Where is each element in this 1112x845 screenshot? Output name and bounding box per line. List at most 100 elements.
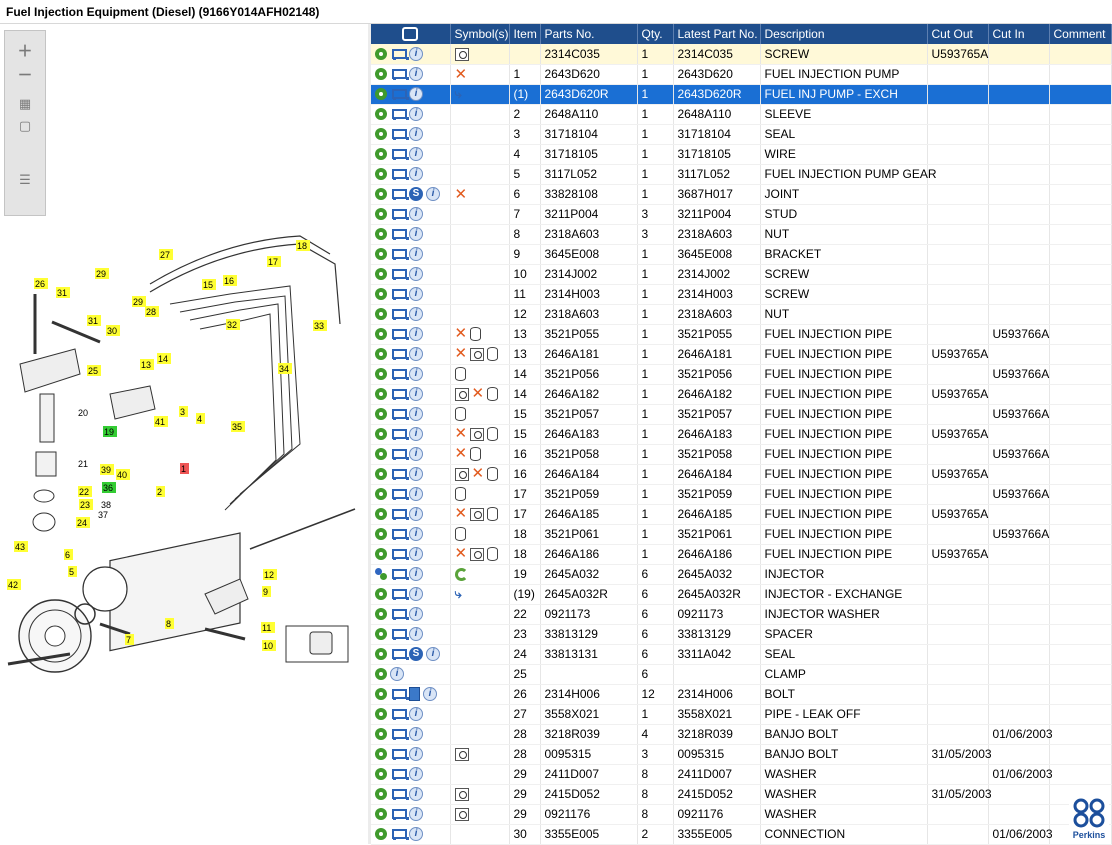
row-actions[interactable]: i: [371, 464, 451, 485]
row-actions[interactable]: i: [371, 104, 451, 125]
cell-latest-part-no[interactable]: 3355E005: [673, 824, 761, 845]
callout-badge[interactable]: [14, 541, 28, 552]
cell-latest-part-no[interactable]: 3218R039: [673, 724, 761, 745]
gear-icon[interactable]: [375, 68, 387, 81]
callout-label[interactable]: 4: [197, 414, 202, 424]
info-icon[interactable]: i: [409, 427, 423, 442]
cart-icon[interactable]: [390, 368, 409, 381]
callout-badge[interactable]: [100, 464, 114, 475]
gear-icon[interactable]: [375, 488, 387, 501]
callout-badge[interactable]: [87, 365, 101, 376]
callout-label[interactable]: 41: [155, 417, 165, 427]
callout-label[interactable]: 29: [96, 269, 106, 279]
row-actions[interactable]: i: [371, 764, 451, 785]
cart-icon[interactable]: [390, 548, 409, 561]
info-icon[interactable]: i: [409, 387, 423, 402]
callout-label[interactable]: 15: [203, 280, 213, 290]
cell-latest-part-no[interactable]: [673, 664, 761, 685]
callout-label[interactable]: 5: [69, 567, 74, 577]
zoom-in-button[interactable]: ＋: [15, 41, 35, 60]
cell-parts-no[interactable]: 2318A603: [540, 224, 638, 245]
cell-latest-part-no[interactable]: 3521P055: [673, 324, 761, 345]
gear-icon[interactable]: [375, 188, 387, 201]
info-icon[interactable]: i: [409, 627, 423, 642]
info-icon[interactable]: i: [409, 727, 423, 742]
gear-icon[interactable]: [375, 48, 387, 61]
callout-badge[interactable]: [76, 517, 90, 528]
cell-latest-part-no[interactable]: 0921176: [673, 804, 761, 825]
row-actions[interactable]: i: [371, 124, 451, 145]
row-actions[interactable]: i: [371, 604, 451, 625]
callout-label[interactable]: 11: [262, 623, 271, 633]
callout-label[interactable]: 3: [180, 407, 185, 417]
cart-icon[interactable]: [390, 128, 409, 141]
row-actions[interactable]: i: [371, 784, 451, 805]
cart-icon[interactable]: [390, 68, 409, 81]
gear-icon[interactable]: [375, 128, 387, 141]
callout-label[interactable]: 20: [78, 408, 88, 418]
callout-label[interactable]: 27: [160, 250, 170, 260]
cell-latest-part-no[interactable]: 2646A181: [673, 344, 761, 365]
assembly-icon[interactable]: [375, 568, 387, 581]
gear-icon[interactable]: [375, 148, 387, 161]
callout-label[interactable]: 17: [268, 257, 278, 267]
info-icon[interactable]: i: [409, 47, 423, 62]
cell-latest-part-no[interactable]: 3687H017: [673, 184, 761, 205]
cell-latest-part-no[interactable]: 2314H003: [673, 284, 761, 305]
info-icon[interactable]: i: [390, 667, 404, 682]
gear-icon[interactable]: [375, 708, 387, 721]
cart-icon[interactable]: [390, 708, 409, 721]
row-actions[interactable]: i: [371, 84, 451, 105]
cart-icon[interactable]: [390, 228, 409, 241]
cell-latest-part-no[interactable]: 3117L052: [673, 164, 761, 185]
zoom-out-button[interactable]: －: [15, 65, 35, 84]
cart-icon[interactable]: [390, 808, 409, 821]
cart-icon[interactable]: [390, 608, 409, 621]
info-icon[interactable]: i: [409, 147, 423, 162]
info-icon[interactable]: i: [409, 707, 423, 722]
service-icon[interactable]: S: [409, 187, 423, 202]
info-icon[interactable]: i: [409, 127, 423, 142]
window-button[interactable]: ▢: [15, 117, 35, 135]
search-icon[interactable]: [402, 27, 419, 42]
cell-parts-no[interactable]: 2645A032: [540, 564, 638, 585]
callout-label[interactable]: 6: [65, 550, 70, 560]
cell-parts-no[interactable]: 3521P059: [540, 484, 638, 505]
cart-icon[interactable]: [390, 488, 409, 501]
callout-label[interactable]: 21: [78, 459, 88, 469]
callout-label[interactable]: 23: [80, 500, 90, 510]
info-icon[interactable]: i: [409, 247, 423, 262]
gear-icon[interactable]: [375, 408, 387, 421]
gear-icon[interactable]: [375, 468, 387, 481]
cart-icon[interactable]: [390, 288, 409, 301]
callout-label[interactable]: 8: [166, 619, 171, 629]
gear-icon[interactable]: [375, 448, 387, 461]
gear-icon[interactable]: [375, 828, 387, 841]
info-icon[interactable]: i: [409, 407, 423, 422]
cell-latest-part-no[interactable]: 2314J002: [673, 264, 761, 285]
callout-label[interactable]: 7: [126, 635, 131, 645]
gear-icon[interactable]: [375, 168, 387, 181]
cart-icon[interactable]: [390, 308, 409, 321]
cell-latest-part-no[interactable]: 2646A184: [673, 464, 761, 485]
cell-parts-no[interactable]: 3218R039: [540, 724, 638, 745]
column-header-symbols[interactable]: Symbol(s): [450, 24, 510, 44]
info-icon[interactable]: i: [409, 367, 423, 382]
cell-latest-part-no[interactable]: 2645A032: [673, 564, 761, 585]
row-actions[interactable]: i: [371, 564, 451, 585]
info-icon[interactable]: i: [409, 607, 423, 622]
gear-icon[interactable]: [375, 628, 387, 641]
